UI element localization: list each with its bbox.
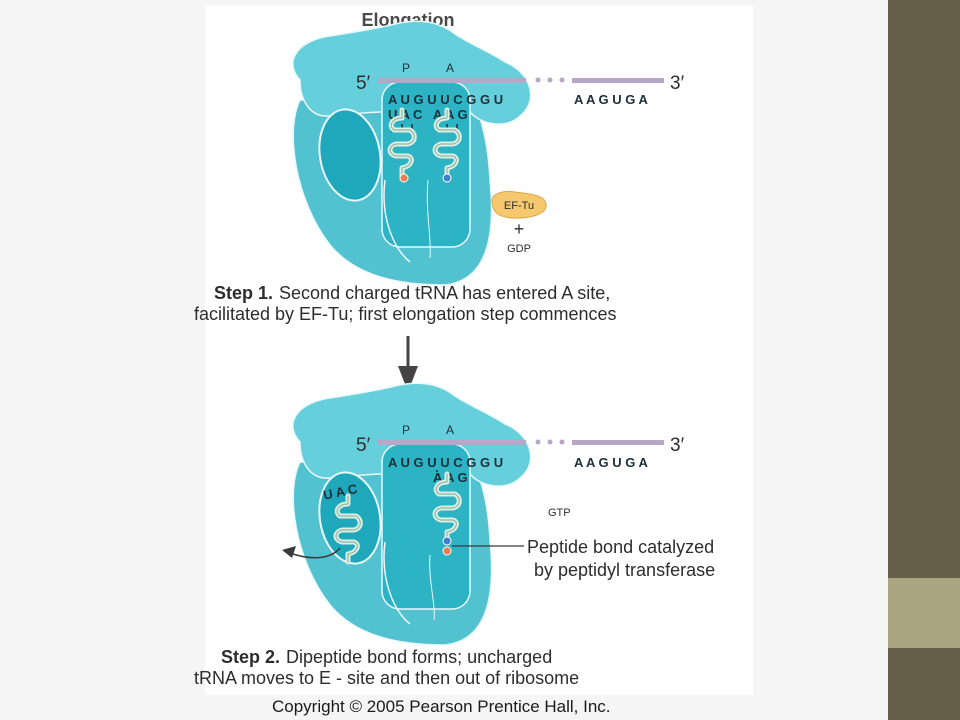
step1-peptide-tail bbox=[426, 179, 431, 259]
step1-contour-line bbox=[383, 179, 411, 263]
step2-mrna: 5′ 3′ P A A U G U U C G G U A A G U G A bbox=[356, 423, 685, 470]
step1-five-prime: 5′ bbox=[356, 73, 371, 94]
step2-mrna-strand bbox=[378, 440, 526, 445]
sidebar-top-block bbox=[888, 0, 960, 578]
step1-mrna-codons-downstream: A A G U G A bbox=[574, 92, 649, 107]
step2-three-prime: 3′ bbox=[670, 435, 685, 456]
exit-arrow-line bbox=[289, 547, 341, 559]
step1-mrna-dot bbox=[547, 77, 553, 83]
step1-ribosome bbox=[292, 20, 532, 286]
step1-site-a: A bbox=[446, 61, 454, 75]
step2-mrna-dot bbox=[559, 439, 565, 445]
ef-tu-blob bbox=[491, 190, 547, 219]
step1-e-site-pocket bbox=[318, 108, 382, 202]
step2-mrna-dot bbox=[547, 439, 553, 445]
step1-mrna-dot bbox=[559, 77, 565, 83]
step1-mrna-codons: A U G U U C G G U bbox=[388, 92, 503, 107]
step1-trna-p: U A C bbox=[388, 107, 423, 183]
step1-amino-acid-p bbox=[399, 173, 409, 183]
step1-mrna-strand bbox=[378, 78, 526, 83]
sidebar-decoration bbox=[888, 0, 960, 720]
step1-mrna-strand-right bbox=[572, 78, 664, 83]
step2-site-p: P bbox=[402, 423, 410, 437]
gdp-label: GDP bbox=[507, 243, 531, 255]
step1-mrna: 5′ 3′ P A A U G U U C G G U A A G U G A bbox=[356, 61, 685, 107]
down-arrow-icon bbox=[398, 336, 418, 392]
step2-caption-line2: tRNA moves to E - site and then out of r… bbox=[194, 668, 579, 688]
step2-amino-acid-2 bbox=[442, 546, 452, 556]
step2-ribosome bbox=[292, 382, 532, 646]
peptide-bond-label-line2: by peptidyl transferase bbox=[534, 560, 715, 580]
step2-mrna-codons-downstream: A A G U G A bbox=[574, 455, 649, 470]
plus-sign: + bbox=[514, 219, 525, 239]
step2-peptide-tail bbox=[429, 554, 435, 621]
step1-three-prime: 3′ bbox=[670, 73, 685, 94]
step2-five-prime: 5′ bbox=[356, 435, 371, 456]
step2-mrna-dot bbox=[535, 439, 541, 445]
step1-caption-line2: facilitated by EF-Tu; first elongation s… bbox=[194, 304, 617, 324]
step2-amino-acid-1 bbox=[442, 536, 452, 546]
peptide-bond-callout: Peptide bond catalyzed by peptidyl trans… bbox=[452, 537, 715, 580]
gtp-label: GTP bbox=[548, 507, 571, 519]
step1-caption-line1: Step 1.Second charged tRNA has entered A… bbox=[214, 283, 610, 303]
ef-tu-label: EF-Tu bbox=[504, 200, 534, 212]
step1-caption: Step 1.Second charged tRNA has entered A… bbox=[194, 283, 617, 324]
step1-mrna-dot bbox=[535, 77, 541, 83]
sidebar-mid-block bbox=[888, 578, 960, 648]
step1-amino-acid-a bbox=[442, 173, 452, 183]
exit-arrow-icon bbox=[282, 546, 296, 558]
sidebar-bottom-block bbox=[888, 648, 960, 720]
step2-mrna-strand-right bbox=[572, 440, 664, 445]
step2-caption: Step 2.Dipeptide bond forms; uncharged t… bbox=[194, 647, 579, 688]
step2-caption-line1: Step 2.Dipeptide bond forms; uncharged bbox=[221, 647, 552, 667]
step2-trna-a: A A G bbox=[433, 470, 468, 556]
copyright-notice: Copyright © 2005 Pearson Prentice Hall, … bbox=[272, 697, 611, 716]
step2-site-a: A bbox=[446, 423, 454, 437]
step2-trna-e: U A C bbox=[282, 481, 360, 562]
step1-site-p: P bbox=[402, 61, 410, 75]
peptide-bond-label-line1: Peptide bond catalyzed bbox=[527, 537, 714, 557]
step1-ef-tu-group: EF-Tu + GDP bbox=[491, 190, 547, 255]
step1-trna-a: A A G bbox=[433, 107, 468, 183]
step2-contour-line bbox=[383, 541, 411, 625]
step2-mrna-codons: A U G U U C G G U bbox=[388, 455, 503, 470]
